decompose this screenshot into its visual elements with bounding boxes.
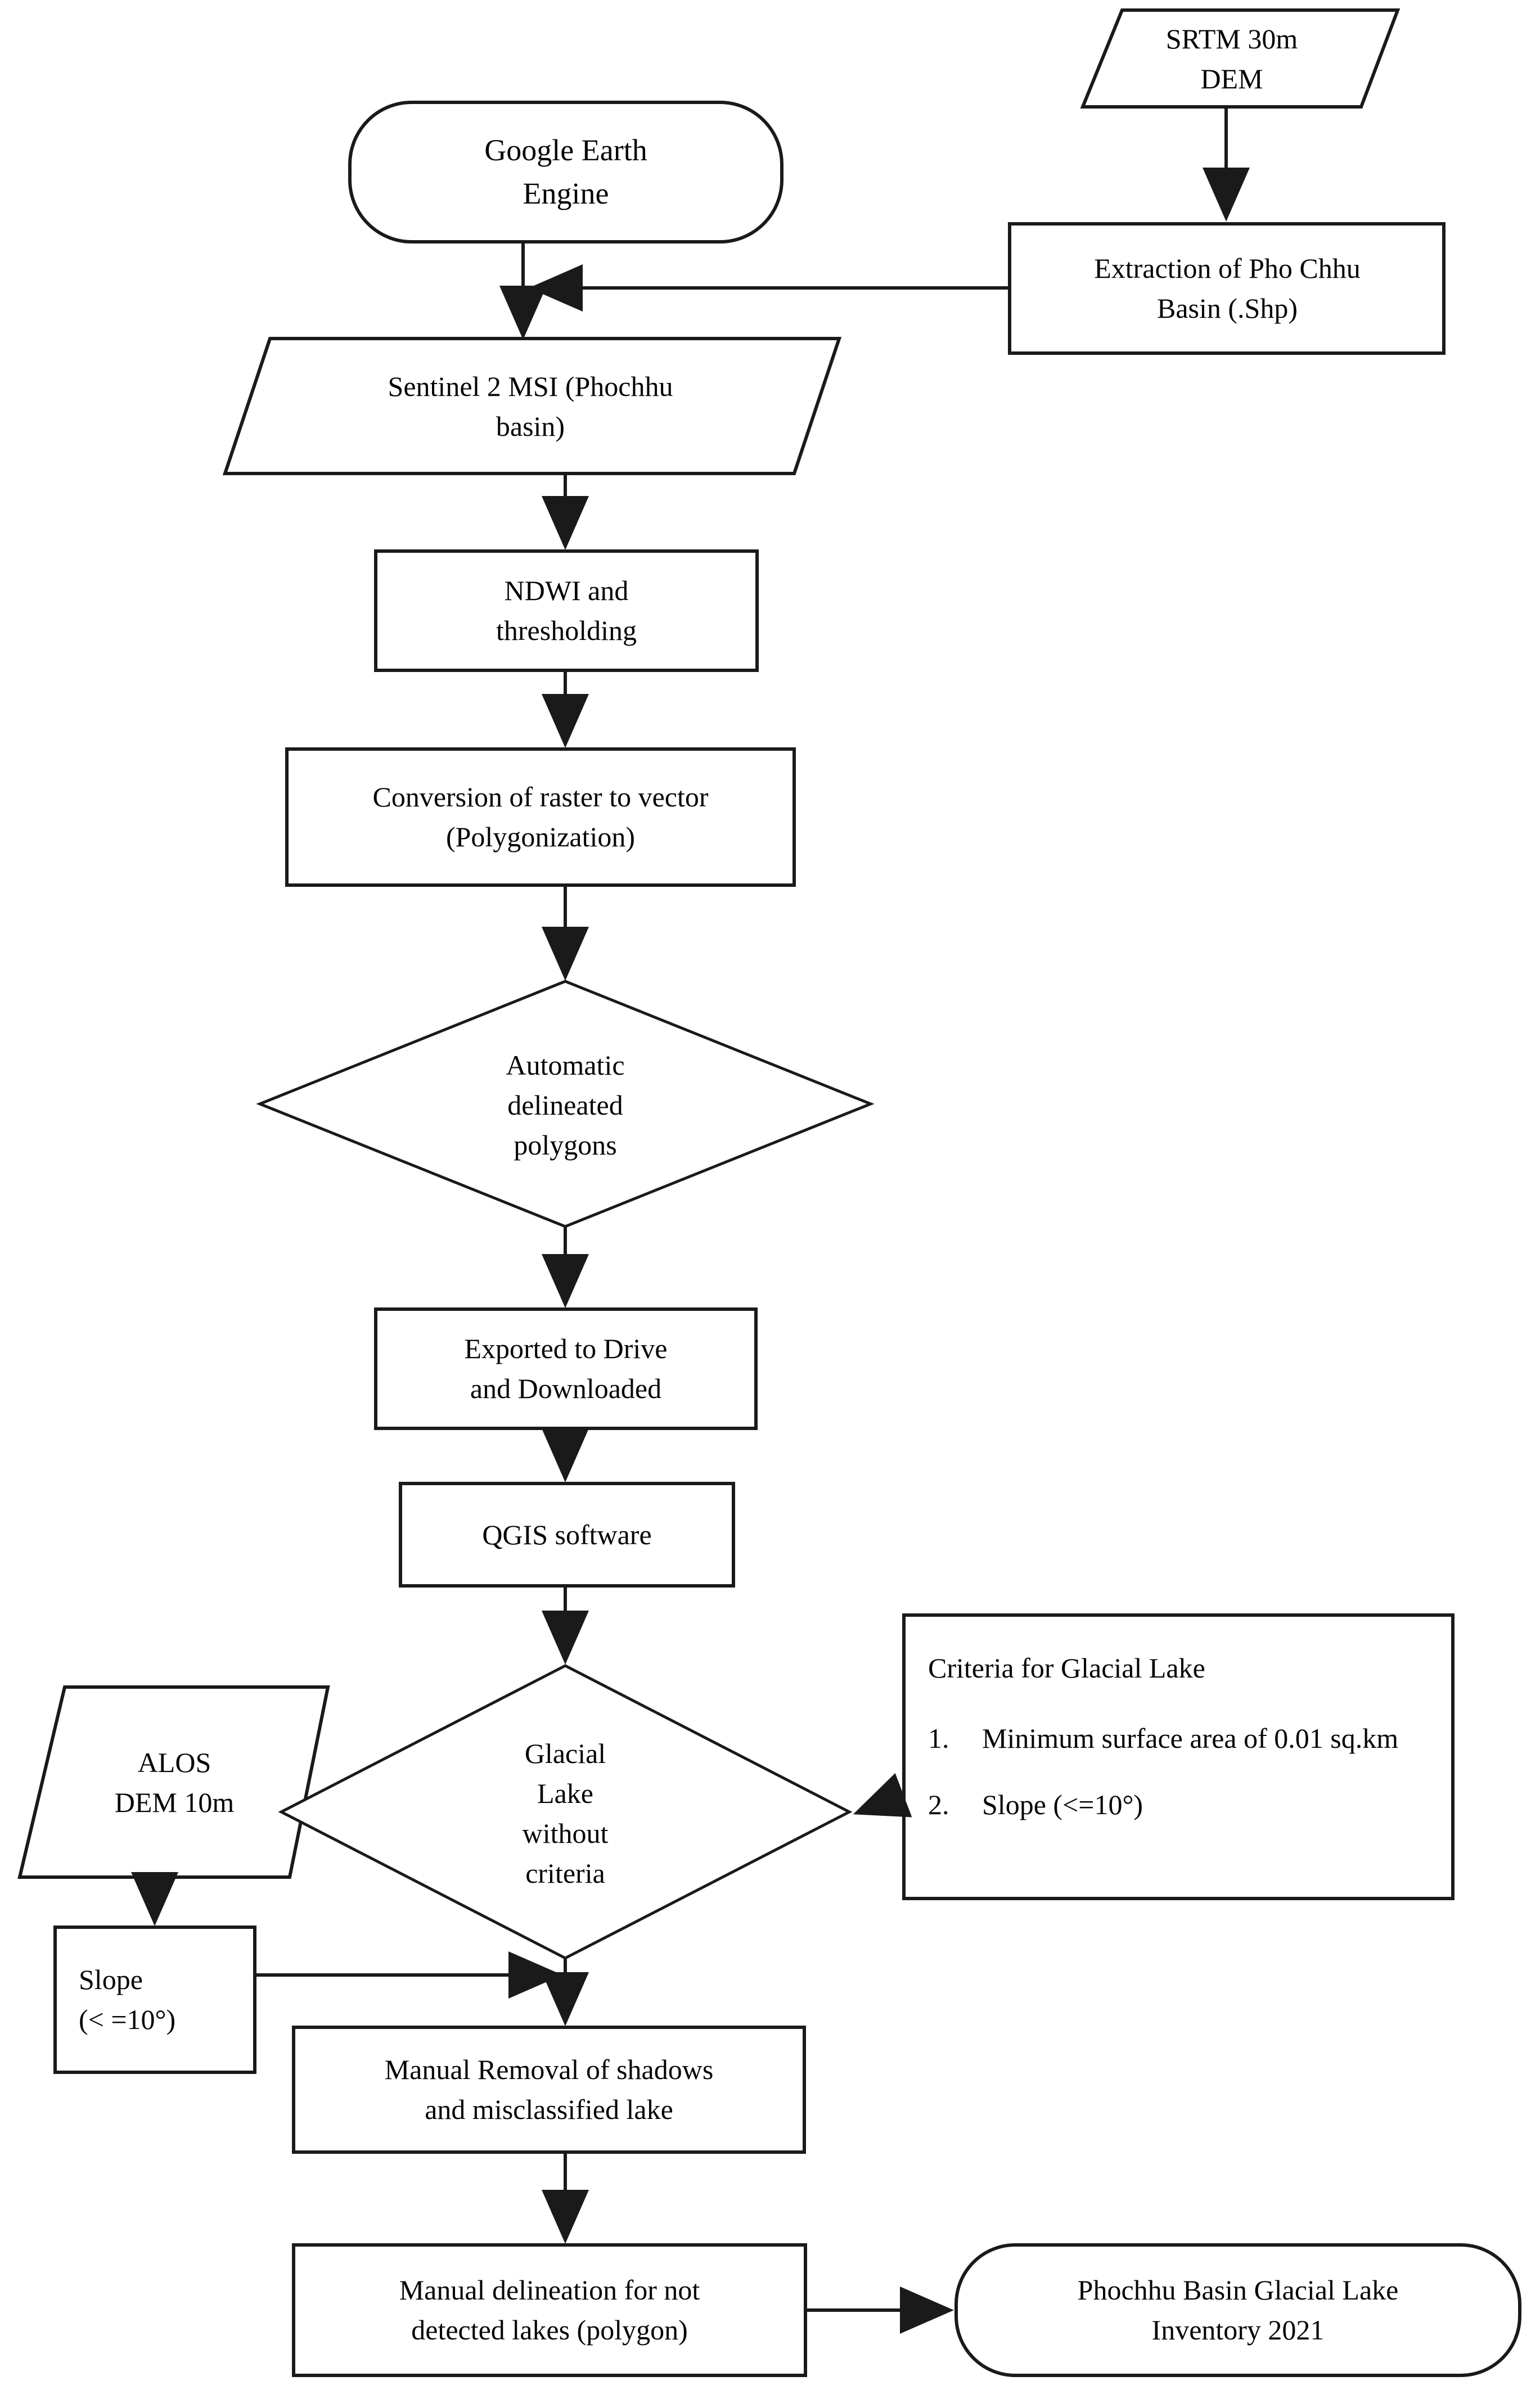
node-ndwi-shape — [374, 549, 759, 672]
criteria-item-number: 2. — [928, 1789, 949, 1820]
node-inventory-output-shape — [954, 2243, 1521, 2377]
node-glacial-lake-decision-shape — [278, 1664, 853, 1960]
node-conversion-shape — [285, 747, 796, 887]
criteria-item-number: 1. — [928, 1722, 949, 1754]
node-criteria-content: Criteria for Glacial Lake 1. Minimum sur… — [928, 1648, 1440, 1851]
criteria-item-text: Slope (<=10°) — [982, 1789, 1143, 1820]
node-alos-dem-shape — [17, 1685, 330, 1879]
node-qgis-shape — [399, 1482, 735, 1588]
criteria-list: 1. Minimum surface area of 0.01 sq.km 2.… — [928, 1718, 1440, 1825]
node-google-earth-engine-shape — [348, 101, 783, 243]
node-srtm-dem-shape — [1080, 8, 1401, 109]
node-sentinel-shape — [222, 337, 842, 475]
criteria-item: 1. Minimum surface area of 0.01 sq.km — [928, 1718, 1440, 1759]
edge-criteria-to-glacial-lake — [853, 1773, 912, 1818]
node-auto-polygons-shape — [256, 980, 875, 1228]
criteria-item-text: Minimum surface area of 0.01 sq.km — [982, 1722, 1399, 1754]
node-exported-shape — [374, 1307, 758, 1430]
criteria-title: Criteria for Glacial Lake — [928, 1652, 1205, 1684]
node-manual-delineation-shape — [292, 2243, 807, 2377]
criteria-item: 2. Slope (<=10°) — [928, 1784, 1440, 1825]
node-manual-removal-shape — [292, 2026, 806, 2154]
node-extraction-basin-shape — [1008, 222, 1446, 355]
node-criteria-shape — [902, 1613, 1455, 1900]
node-slope-shape — [53, 1926, 256, 2074]
